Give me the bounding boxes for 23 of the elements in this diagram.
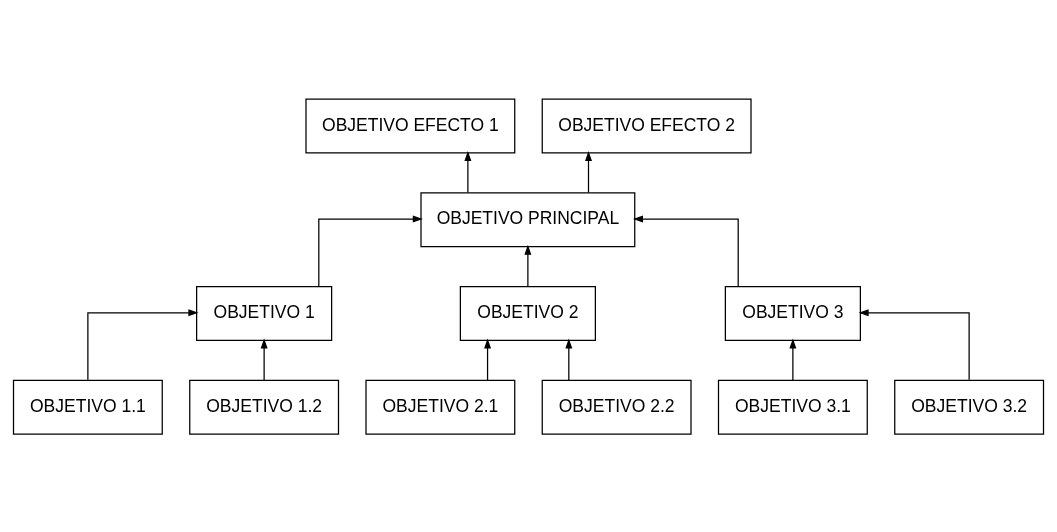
arrow: [260, 338, 268, 381]
node-box: OBJETIVO PRINCIPAL: [420, 191, 636, 247]
node-box: OBJETIVO EFECTO 2: [541, 97, 752, 153]
arrow: [789, 338, 797, 381]
arrow: [585, 150, 592, 193]
node-box: OBJETIVO 2.1: [365, 379, 516, 435]
node-box: OBJETIVO 3: [724, 285, 861, 341]
node-box: OBJETIVO 1.2: [189, 379, 340, 435]
node-box: OBJETIVO 3.2: [894, 379, 1045, 435]
arrow: [565, 338, 573, 381]
node-box: OBJETIVO 1.1: [12, 379, 163, 435]
node-box: OBJETIVO 1: [196, 285, 333, 341]
arrow: [318, 215, 423, 287]
arrow: [464, 150, 472, 193]
arrow: [87, 308, 199, 380]
node-box: OBJETIVO 3.1: [717, 379, 868, 435]
arrow: [484, 338, 492, 381]
arrow: [858, 308, 970, 380]
node-box: OBJETIVO 2.2: [541, 379, 692, 435]
node-box: OBJETIVO EFECTO 1: [305, 97, 516, 153]
node-box: OBJETIVO 2: [459, 285, 596, 341]
arrow: [633, 215, 739, 287]
arrow: [524, 244, 532, 287]
